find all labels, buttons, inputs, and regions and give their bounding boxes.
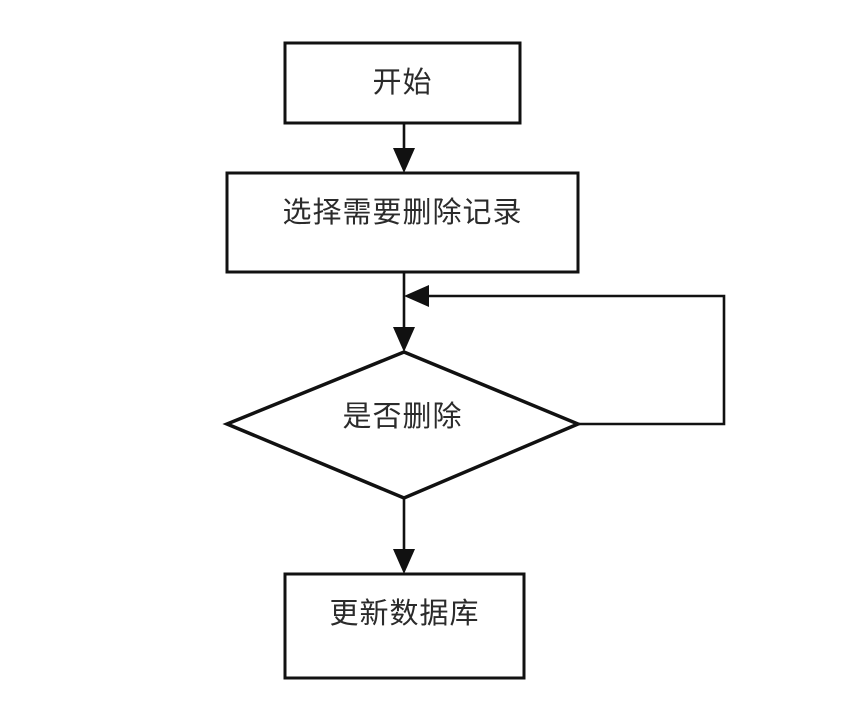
node-start-label: 开始 [372, 67, 433, 99]
node-update-database-label: 更新数据库 [329, 598, 480, 630]
node-select-records-shape[interactable] [225, 171, 580, 274]
edge-decision-to-update-arrowhead [393, 549, 415, 574]
edge-start-to-select-arrowhead [393, 148, 415, 173]
edge-decision-loop-back [404, 285, 726, 426]
node-update-database-shape[interactable] [283, 572, 526, 680]
edge-start-to-select [393, 123, 415, 173]
node-confirm-delete-label: 是否删除 [342, 401, 463, 433]
edge-decision-loop-back-arrowhead [404, 285, 429, 307]
edge-decision-loop-back-line [417, 294, 726, 426]
edge-select-to-decision-arrowhead [393, 327, 415, 352]
node-select-records-label: 选择需要删除记录 [282, 197, 523, 229]
node-start-shape[interactable] [283, 41, 522, 125]
edge-decision-to-update [393, 498, 415, 574]
edge-select-to-decision [393, 272, 415, 352]
node-confirm-delete-shape[interactable] [222, 350, 583, 500]
